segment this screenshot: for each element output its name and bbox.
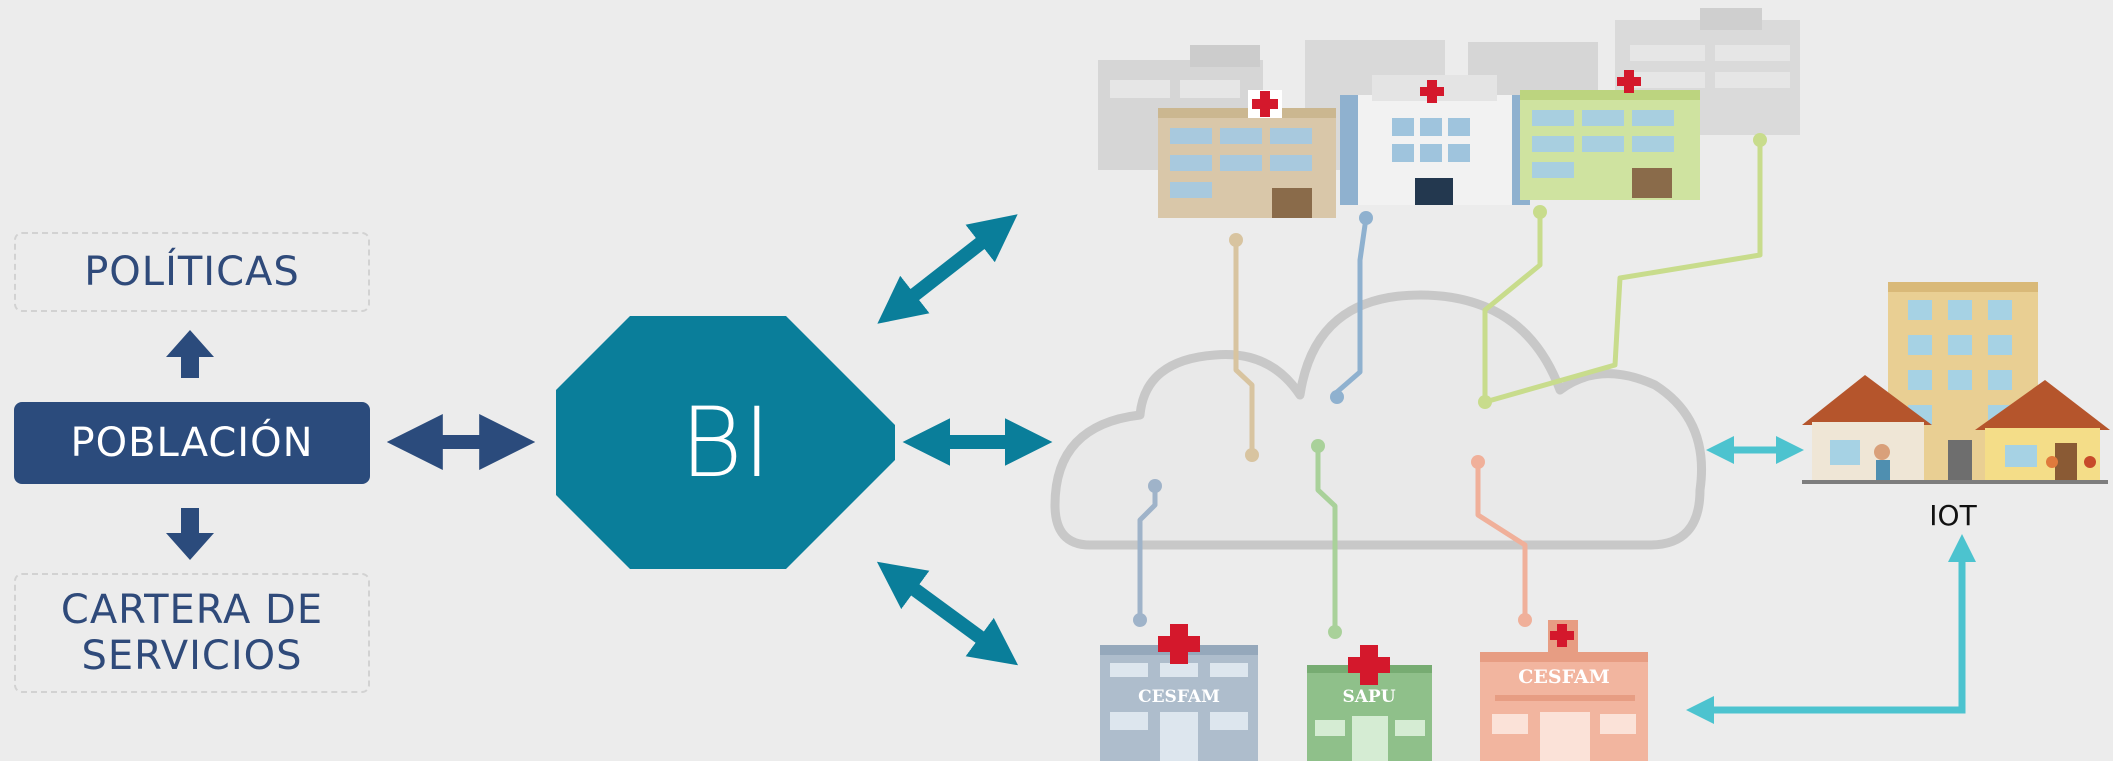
sapu-label: SAPU <box>1342 687 1395 707</box>
cesfam-left-label: CESFAM <box>1138 687 1220 707</box>
poblacion-box: POBLACIÓN <box>14 402 370 484</box>
bi-hospitals-double-arrow <box>877 214 1018 324</box>
hospital-beige <box>1158 90 1336 218</box>
bi-cesfam-double-arrow <box>876 561 1019 666</box>
bi-label-box: BI <box>556 316 895 569</box>
poblacion-label: POBLACIÓN <box>70 420 314 466</box>
clinic-connector-dots <box>1133 439 1532 639</box>
hospital-green <box>1520 70 1700 200</box>
bi-octagon <box>556 316 895 569</box>
cesfam-right-building <box>1480 620 1648 761</box>
bi-label: BI <box>679 386 772 499</box>
politicas-box: POLÍTICAS <box>14 232 370 312</box>
cartera-box: CARTERA DE SERVICIOS <box>14 573 370 693</box>
arrow-up-icon <box>166 330 214 378</box>
hospital-connector-dots <box>1229 133 1767 462</box>
iot-cesfam-elbow-arrow <box>1686 534 1976 724</box>
cartera-label-line1: CARTERA DE <box>60 587 324 633</box>
sapu-building <box>1307 645 1432 761</box>
cartera-label-line2: SERVICIOS <box>81 633 303 679</box>
cesfam-right-label: CESFAM <box>1518 666 1609 688</box>
cloud-icon <box>1050 290 1707 550</box>
cesfam-left-building <box>1100 624 1258 761</box>
iot-label: IOT <box>1929 499 1977 532</box>
arrow-down-icon <box>166 508 214 560</box>
clinic-connectors <box>1137 443 1528 633</box>
hospital-connectors <box>1233 137 1763 458</box>
iot-houses-icon <box>1802 282 2110 484</box>
politicas-label: POLÍTICAS <box>84 249 300 295</box>
